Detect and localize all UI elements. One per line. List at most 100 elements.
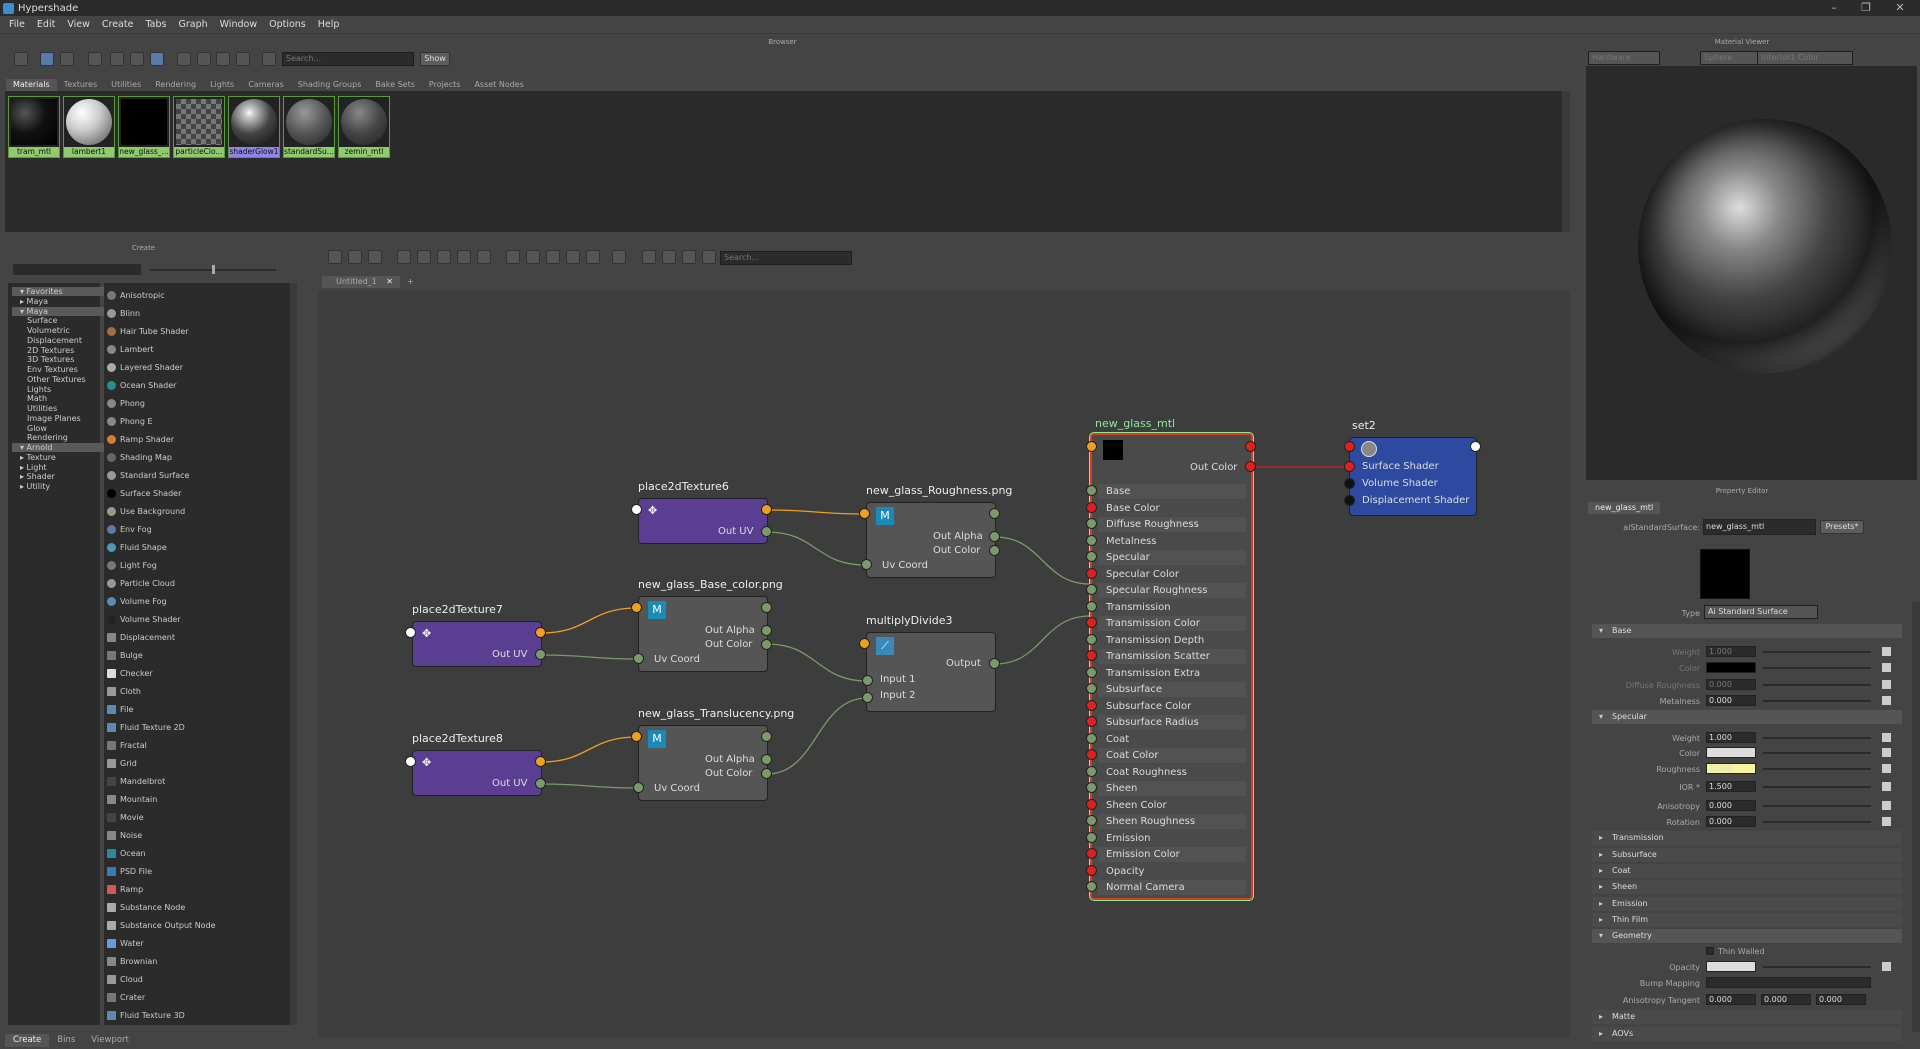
- pe-section-toggle-icon[interactable]: ▸: [1599, 1012, 1604, 1021]
- create-node-item[interactable]: Mandelbrot: [107, 772, 287, 790]
- menu-file[interactable]: File: [9, 19, 25, 30]
- attribute-input-port[interactable]: [1086, 633, 1097, 645]
- pe-attr-slider[interactable]: [1763, 805, 1871, 807]
- create-node-item[interactable]: Crater: [107, 988, 287, 1006]
- create-node-item[interactable]: Cloud: [107, 970, 287, 988]
- output-port[interactable]: [989, 508, 1000, 519]
- pe-attr-field[interactable]: [1706, 961, 1756, 972]
- attribute-input-port[interactable]: [1086, 650, 1097, 661]
- pe-attr-field[interactable]: 1.000: [1706, 732, 1756, 743]
- minimize-icon[interactable]: –: [1831, 1, 1837, 14]
- create-node-item[interactable]: Shading Map: [107, 448, 287, 466]
- pe-attr-slider[interactable]: [1763, 700, 1871, 702]
- create-node-item[interactable]: Env Fog: [107, 520, 287, 538]
- create-node-item[interactable]: Fractal: [107, 736, 287, 754]
- pe-attr-field[interactable]: 0.000: [1706, 695, 1756, 706]
- output-port[interactable]: [761, 504, 772, 515]
- browser-tab-textures[interactable]: Textures: [63, 80, 98, 89]
- slider-handle[interactable]: [212, 265, 215, 274]
- pe-section-toggle-icon[interactable]: ▸: [1599, 882, 1604, 891]
- browser-tool-button[interactable]: [60, 52, 74, 66]
- attribute-input-port[interactable]: [1086, 699, 1097, 711]
- browser-tool-button[interactable]: [216, 52, 230, 66]
- material-swatch[interactable]: lambert1: [63, 96, 115, 158]
- category-item[interactable]: Displacement: [27, 335, 82, 345]
- viewer-renderer-select[interactable]: Hardware: [1588, 51, 1660, 65]
- input-port[interactable]: [1344, 495, 1355, 506]
- attribute-input-port[interactable]: [1086, 716, 1097, 727]
- pe-section-specular[interactable]: Specular: [1592, 710, 1902, 724]
- pe-attr-slider[interactable]: [1763, 737, 1871, 739]
- input-port[interactable]: [1344, 478, 1355, 489]
- attribute-input-port[interactable]: [1086, 485, 1097, 496]
- tab-untitled-1[interactable]: Untitled_1 ✕: [322, 276, 400, 288]
- input-port[interactable]: [633, 653, 644, 664]
- input-port[interactable]: [631, 504, 642, 515]
- output-port[interactable]: [1470, 441, 1481, 452]
- graph-tool-button[interactable]: [348, 250, 362, 264]
- nodes-scrollbar[interactable]: [290, 283, 297, 1025]
- browser-tab-shading-groups[interactable]: Shading Groups: [297, 80, 362, 89]
- browser-tab-bake-sets[interactable]: Bake Sets: [375, 80, 415, 89]
- category-item[interactable]: Utilities: [27, 404, 58, 413]
- close-icon[interactable]: ✕: [1895, 1, 1905, 14]
- create-node-item[interactable]: Fluid Texture 2D: [107, 718, 287, 736]
- graph-tool-button[interactable]: [682, 250, 696, 264]
- pe-attr-slider[interactable]: [1763, 821, 1871, 823]
- create-node-item[interactable]: Substance Node: [107, 898, 287, 916]
- category-item[interactable]: Lights: [27, 384, 52, 394]
- pe-section-matte[interactable]: Matte: [1592, 1010, 1902, 1024]
- browser-tab-lights[interactable]: Lights: [210, 80, 235, 89]
- create-node-item[interactable]: File: [107, 700, 287, 718]
- create-node-item[interactable]: PSD File: [107, 862, 287, 880]
- graph-tool-button[interactable]: [566, 250, 580, 264]
- attribute-input-port[interactable]: [1086, 534, 1097, 546]
- graph-tool-button[interactable]: [526, 250, 540, 264]
- create-node-item[interactable]: Checker: [107, 664, 287, 682]
- browser-tool-button[interactable]: [177, 52, 191, 66]
- pe-section-toggle-icon[interactable]: ▸: [1599, 915, 1604, 924]
- browser-tool-button[interactable]: [236, 52, 250, 66]
- maximize-icon[interactable]: ❐: [1861, 1, 1871, 14]
- pe-section-base[interactable]: Base: [1592, 624, 1902, 638]
- graph-tool-button[interactable]: [586, 250, 600, 264]
- create-node-item[interactable]: Ocean Shader: [107, 376, 287, 394]
- map-button-icon[interactable]: [1882, 817, 1891, 826]
- menu-window[interactable]: Window: [219, 19, 258, 30]
- attribute-input-port[interactable]: [1086, 749, 1097, 760]
- graph-tool-button[interactable]: [397, 250, 411, 264]
- pe-section-geometry[interactable]: Geometry: [1592, 929, 1902, 943]
- attribute-input-port[interactable]: [1086, 765, 1097, 777]
- pe-attr-slider[interactable]: [1763, 768, 1871, 770]
- attribute-input-port[interactable]: [1086, 666, 1097, 678]
- menu-tabs[interactable]: Tabs: [145, 19, 167, 30]
- graph-tool-button[interactable]: [702, 250, 716, 264]
- graph-search-input[interactable]: Search...: [720, 251, 852, 265]
- tab-viewport[interactable]: Viewport: [91, 1035, 129, 1045]
- input-port[interactable]: [859, 638, 870, 649]
- browser-tool-button[interactable]: [197, 52, 211, 66]
- create-node-item[interactable]: Ramp: [107, 880, 287, 898]
- attribute-input-port[interactable]: [1086, 501, 1097, 513]
- create-node-item[interactable]: Ocean: [107, 844, 287, 862]
- create-node-item[interactable]: Volume Shader: [107, 610, 287, 628]
- attribute-input-port[interactable]: [1086, 683, 1097, 694]
- attribute-input-port[interactable]: [1086, 815, 1097, 826]
- pe-section-toggle-icon[interactable]: ▾: [1599, 931, 1604, 940]
- create-node-item[interactable]: Volume Fog: [107, 592, 287, 610]
- menu-create[interactable]: Create: [101, 19, 134, 30]
- pe-type-select[interactable]: Ai Standard Surface: [1704, 605, 1818, 619]
- menu-edit[interactable]: Edit: [36, 19, 56, 30]
- create-node-item[interactable]: Noise: [107, 826, 287, 844]
- browser-tab-utilities[interactable]: Utilities: [111, 80, 142, 89]
- browser-tool-button[interactable]: [14, 52, 28, 66]
- map-button-icon[interactable]: [1882, 647, 1891, 656]
- input-port[interactable]: [405, 756, 416, 767]
- pe-attr-slider[interactable]: [1763, 752, 1871, 754]
- output-port[interactable]: [535, 778, 546, 789]
- output-port[interactable]: [989, 531, 1000, 542]
- pe-attr-field[interactable]: 1.500: [1706, 781, 1756, 792]
- graph-tool-button[interactable]: [437, 250, 451, 264]
- category-item[interactable]: Image Planes: [27, 413, 81, 423]
- viewer-env-select[interactable]: Interior1 Color: [1757, 51, 1853, 65]
